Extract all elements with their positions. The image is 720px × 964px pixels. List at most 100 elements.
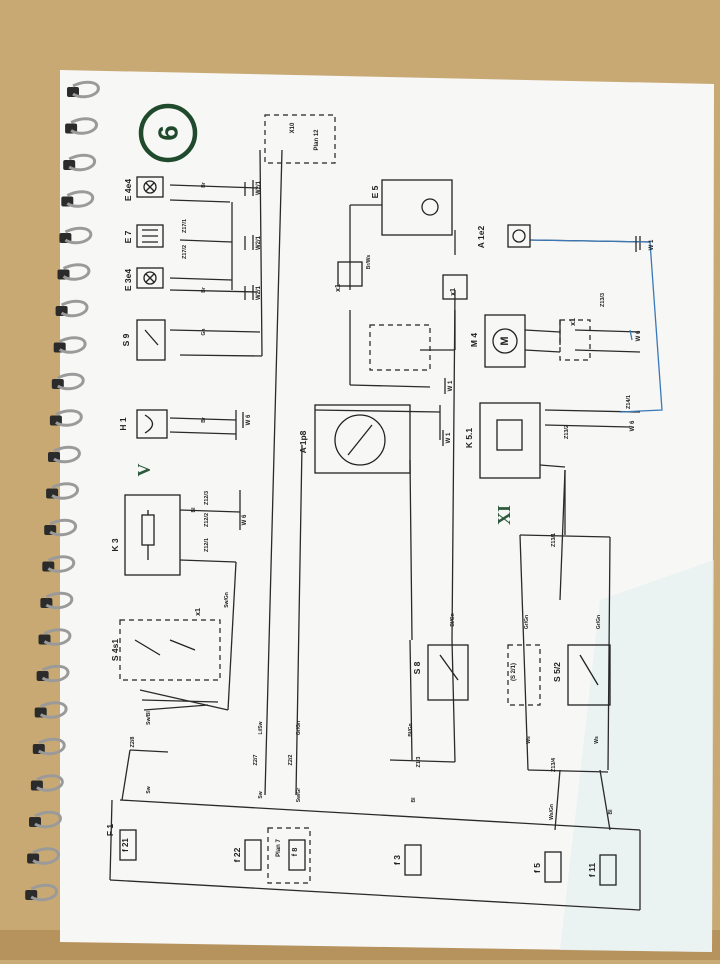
binding-ring [72,80,100,99]
relay-switch-box-icon [369,324,431,371]
junction-z213: Z1/3 [416,756,422,767]
e3e4-label: E 3e4 [123,269,133,291]
binding-ring [64,226,93,245]
binding-ring [56,372,85,391]
binding-ring [32,847,60,865]
junction-z131: Z13/1 [551,533,557,547]
ground-w1-a: W 1 [448,380,454,391]
e3e4-lamp-icon [136,267,164,289]
plan12-label: Plan 12 [314,129,320,151]
binding-ring [43,628,72,646]
svg-text:M: M [499,336,511,345]
wires [109,149,663,911]
wire-gn-1: Gn [201,329,207,336]
wire-br-2: Br [201,287,207,293]
x1-label-d: x1 [570,318,577,326]
junction-z132: Z13/2 [564,425,570,439]
binding-ring [39,701,68,719]
wire-bl-3: Bl [608,809,614,815]
paper-sheet [60,70,714,952]
wire-bl-1: Bl [191,507,197,513]
ground-w21-a: W2/1 [256,180,262,195]
binding-ring [62,263,91,281]
ground-symbols [242,180,637,446]
binding-ring [30,883,59,902]
f1-label: F 1 [105,824,115,837]
page-number: 6 [153,125,184,141]
paper-tint [560,560,714,952]
binding-ring [34,810,62,829]
m4-motor-icon: M [484,314,526,368]
s21-note: (S 2/1) [511,663,517,681]
s4s1-switch-icon [119,619,221,681]
f3-label: f 3 [392,855,402,865]
binding-ring [45,591,74,610]
f8-label: f 8 [290,848,299,857]
ground-w6-c: W 6 [636,330,642,341]
e4e4-lamp-icon [136,176,164,198]
junction-z134: Z13/4 [551,757,557,772]
e7-lamp-icon [136,224,164,248]
ground-w1-c: W 1 [649,239,655,250]
junction-z171: Z17/1 [182,219,188,233]
fuse-f21-icon [119,829,137,861]
wire-wsgn-1: Ws/Gn [549,804,555,820]
s52-switch-icon [567,644,611,706]
s9-label: S 9 [121,333,131,346]
binding-ring [41,664,70,683]
junction-z133: Z13/3 [600,293,606,307]
section-xi: XI [494,505,514,525]
fuse-f22-icon [244,839,262,871]
wire-lisw-1: Li/Sw [258,721,264,734]
junction-z122: Z12/2 [204,513,210,527]
m4-label: M 4 [469,333,479,347]
f11-label: f 11 [587,863,597,877]
x1-label-c: x1 [450,288,457,296]
binding-ring [58,336,87,354]
binding-ring [36,774,64,792]
ground-w6-b: W 6 [242,514,248,525]
binding-ring [37,737,66,756]
x1-label-a: x1 [195,608,202,616]
junction-z123: Z12/3 [204,491,210,505]
s9-switch-icon [136,319,166,361]
wire-grgn-3: Gr/Gn [596,615,602,629]
h1-label: H 1 [118,417,128,431]
f5-label: f 5 [532,863,542,873]
wire-swgr-1: Sw/Gr [296,788,302,803]
wire-ws-2: Ws [594,736,600,744]
x10-label: X10 [290,122,296,133]
ground-w6-d: W 6 [630,420,636,431]
binding-ring [68,153,97,172]
binding-ring [53,445,81,464]
h1-horn-icon [136,409,168,439]
wire-blgn-2: Bl/Gn [450,613,456,626]
k51-label: K 5.1 [464,428,474,449]
x1-label-b: x1 [335,284,342,292]
binding-ring [51,482,79,500]
s8-label: S 8 [412,661,422,674]
wire-brws-1: Br/Ws [366,255,372,270]
wire-blgn-1: Bl/Gn [408,723,414,736]
k51-relay-icon [479,402,541,479]
wire-bl-2: Bl [411,797,417,803]
junction-z28: Z2/8 [130,736,136,747]
wire-swgn-1: Sw/Gn [224,592,230,608]
f22-label: f 22 [232,847,242,862]
wire-sw-1: Sw [146,786,152,793]
binding-ring [70,117,98,135]
binding-ring [60,299,89,318]
wire-grgn-1: Gr/Gn [296,721,302,735]
ground-w21-c: W2/1 [256,285,262,300]
wire-swbl-1: Sw/Bl [146,711,152,725]
a1e2-lamp-icon [507,224,531,248]
fuse-f3-icon [404,844,422,876]
ground-w1-b: W 1 [446,432,452,443]
x1-connector-right-icon [559,319,591,361]
f21-label: f 21 [121,838,130,852]
wire-ws-1: Ws [526,736,532,744]
wire-sw-2: Sw [258,791,264,798]
e5-lamp-icon [381,179,453,236]
